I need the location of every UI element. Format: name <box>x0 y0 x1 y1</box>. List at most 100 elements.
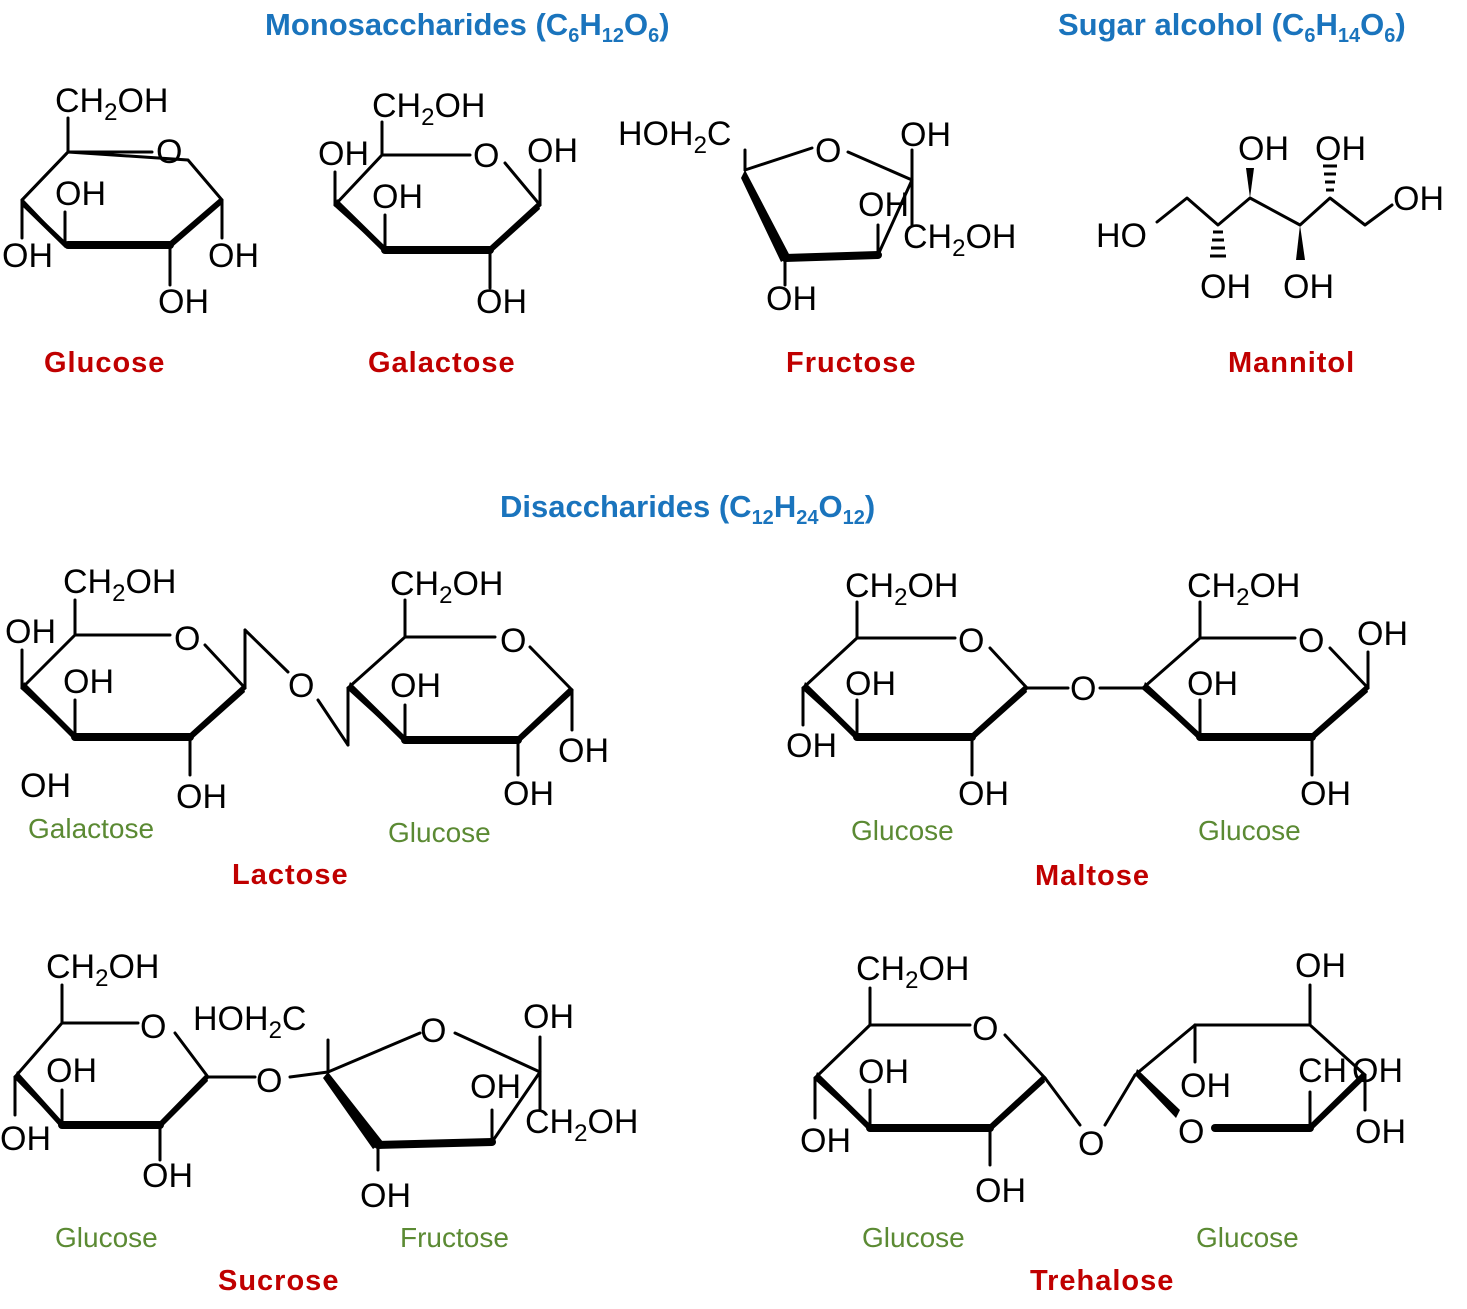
svg-text:OH: OH <box>527 132 578 170</box>
label-mannitol: Mannitol <box>1228 347 1355 379</box>
svg-text:OH: OH <box>1315 130 1366 168</box>
svg-text:CH2OH: CH2OH <box>372 87 485 131</box>
svg-text:OH: OH <box>845 665 896 703</box>
svg-text:O: O <box>174 620 200 658</box>
svg-text:OH: OH <box>1357 615 1408 653</box>
svg-text:OH: OH <box>142 1157 193 1195</box>
svg-text:OH: OH <box>900 116 951 154</box>
unit-fructose-sucrose: Fructose <box>400 1222 509 1253</box>
unit-glucose-sucrose: Glucose <box>55 1222 158 1253</box>
svg-text:OH: OH <box>372 178 423 216</box>
svg-text:O: O <box>473 137 499 175</box>
svg-text:O: O <box>958 622 984 660</box>
svg-text:O: O <box>156 133 182 171</box>
label-trehalose: Trehalose <box>1030 1265 1174 1297</box>
heading-monosaccharides: Monosaccharides (C6H12O6) <box>265 7 670 47</box>
unit-glucose-trehalose-2: Glucose <box>1196 1222 1299 1253</box>
svg-text:OH: OH <box>858 186 909 224</box>
fructose-structure: HOH2C O OH OH CH2OH OH <box>618 115 1016 318</box>
svg-text:O: O <box>1070 670 1096 708</box>
svg-text:HOH2C: HOH2C <box>618 115 731 159</box>
label-glucose: Glucose <box>44 347 165 379</box>
svg-text:OH: OH <box>390 667 441 705</box>
svg-text:O: O <box>140 1008 166 1046</box>
lactose-structure: CH2OH OH O OH OH OH O CH2OH O OH OH OH <box>5 563 609 816</box>
svg-text:OH: OH <box>958 775 1009 813</box>
sucrose-structure: CH2OH O OH OH OH O HOH2C O OH OH CH2OH O… <box>0 948 638 1215</box>
svg-text:O: O <box>288 667 314 705</box>
svg-text:O: O <box>1078 1125 1104 1163</box>
svg-text:CH2OH: CH2OH <box>46 948 159 992</box>
svg-text:OH: OH <box>858 1053 909 1091</box>
svg-text:OH: OH <box>46 1052 97 1090</box>
svg-text:O: O <box>500 622 526 660</box>
label-fructose: Fructose <box>786 347 916 379</box>
svg-text:OH: OH <box>20 767 71 805</box>
svg-text:CH2OH: CH2OH <box>525 1103 638 1147</box>
svg-text:CH: CH <box>1298 1052 1347 1090</box>
svg-text:HOH2C: HOH2C <box>193 1000 306 1044</box>
svg-text:OH: OH <box>1393 180 1444 218</box>
svg-text:OH: OH <box>5 613 56 651</box>
svg-text:CH2OH: CH2OH <box>63 563 176 607</box>
svg-text:OH: OH <box>2 237 53 275</box>
svg-text:OH: OH <box>1200 268 1251 306</box>
svg-text:OH: OH <box>786 727 837 765</box>
svg-text:OH: OH <box>523 998 574 1036</box>
label-galactose: Galactose <box>368 347 516 379</box>
svg-text:HO: HO <box>1096 217 1147 255</box>
svg-text:OH: OH <box>503 775 554 813</box>
svg-text:OH: OH <box>1352 1052 1403 1090</box>
svg-text:O: O <box>1298 622 1324 660</box>
svg-text:CH2OH: CH2OH <box>903 218 1016 262</box>
label-maltose: Maltose <box>1035 860 1150 892</box>
svg-text:CH2OH: CH2OH <box>55 82 168 126</box>
svg-text:CH2OH: CH2OH <box>390 565 503 609</box>
heading-sugar-alcohol: Sugar alcohol (C6H14O6) <box>1058 7 1406 47</box>
svg-text:OH: OH <box>975 1172 1026 1210</box>
svg-text:OH: OH <box>360 1177 411 1215</box>
svg-text:CH2OH: CH2OH <box>856 950 969 994</box>
svg-text:OH: OH <box>176 778 227 816</box>
svg-text:OH: OH <box>0 1120 51 1158</box>
svg-text:OH: OH <box>1283 268 1334 306</box>
svg-text:O: O <box>420 1012 446 1050</box>
svg-text:O: O <box>1178 1113 1204 1151</box>
svg-text:OH: OH <box>318 135 369 173</box>
svg-text:O: O <box>256 1062 282 1100</box>
svg-text:O: O <box>815 132 841 170</box>
svg-text:OH: OH <box>1300 775 1351 813</box>
svg-text:OH: OH <box>476 283 527 321</box>
svg-text:OH: OH <box>1187 665 1238 703</box>
svg-text:OH: OH <box>558 732 609 770</box>
mannitol-structure: HO OH OH OH OH OH <box>1096 130 1444 306</box>
label-lactose: Lactose <box>232 859 349 891</box>
unit-glucose-2: Glucose <box>1198 815 1301 846</box>
trehalose-structure: CH2OH O OH OH OH O OH OH CH OH O OH <box>800 947 1406 1210</box>
svg-text:OH: OH <box>158 283 209 321</box>
svg-text:CH2OH: CH2OH <box>1187 567 1300 611</box>
unit-glucose-trehalose-1: Glucose <box>862 1222 965 1253</box>
svg-text:OH: OH <box>1238 130 1289 168</box>
glucose-structure: CH2OH O OH OH OH OH <box>2 82 259 321</box>
svg-text:OH: OH <box>1295 947 1346 985</box>
galactose-structure: CH2OH OH O OH OH OH <box>318 87 578 321</box>
unit-galactose: Galactose <box>28 813 154 844</box>
svg-text:OH: OH <box>63 663 114 701</box>
svg-text:OH: OH <box>800 1122 851 1160</box>
svg-text:OH: OH <box>470 1068 521 1106</box>
unit-glucose: Glucose <box>388 817 491 848</box>
maltose-structure: CH2OH O OH OH OH O CH2OH O OH OH OH <box>786 567 1408 813</box>
label-sucrose: Sucrose <box>218 1265 339 1297</box>
svg-text:OH: OH <box>208 237 259 275</box>
svg-text:OH: OH <box>766 280 817 318</box>
svg-text:OH: OH <box>1180 1067 1231 1105</box>
svg-text:OH: OH <box>55 175 106 213</box>
heading-disaccharides: Disaccharides (C12H24O12) <box>500 489 875 529</box>
unit-glucose-1: Glucose <box>851 815 954 846</box>
svg-text:O: O <box>972 1010 998 1048</box>
svg-text:CH2OH: CH2OH <box>845 567 958 611</box>
svg-text:OH: OH <box>1355 1113 1406 1151</box>
